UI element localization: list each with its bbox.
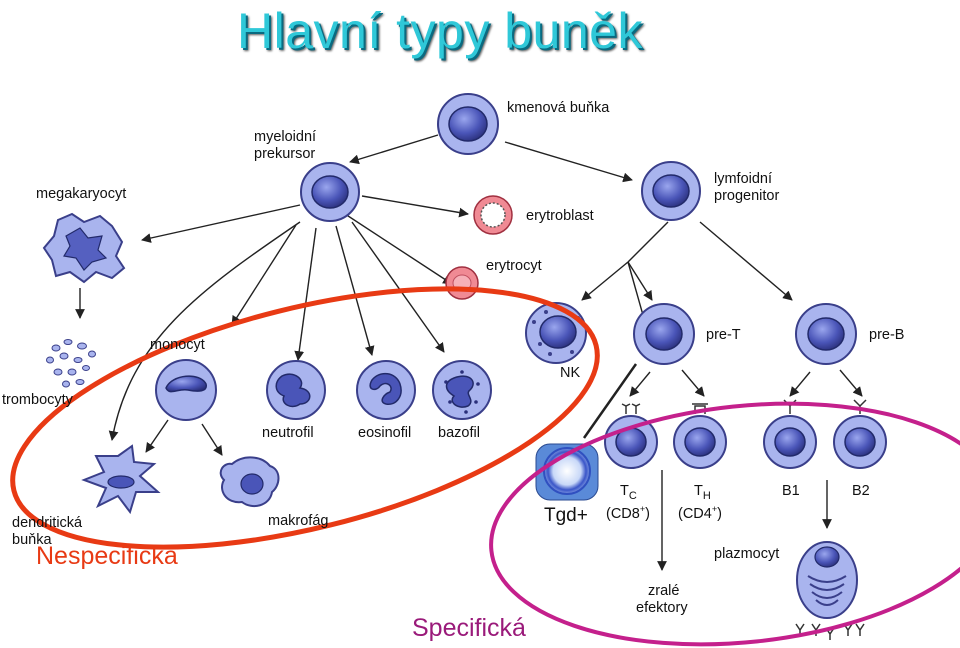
effectors-label-line2: efektory — [636, 600, 688, 616]
eosinophil-cell — [356, 360, 416, 420]
tgd-label: Tgd+ — [544, 505, 588, 526]
stem-cell — [437, 93, 499, 155]
pre-b-label: pre-B — [869, 327, 904, 343]
b1-cell — [763, 399, 817, 469]
tgd-connector — [582, 363, 638, 439]
plasma-cell-label: plazmocyt — [714, 546, 779, 562]
b2-label: B2 — [852, 483, 870, 499]
neutrophil-label: neutrofil — [262, 425, 314, 441]
lymphoid-label-line1: lymfoidní — [714, 171, 772, 187]
nonspecific-group-label: Nespecifická — [36, 542, 178, 570]
specific-group-ring — [489, 401, 960, 647]
lineage-arrows — [75, 134, 863, 571]
pre-t-label: pre-T — [706, 327, 741, 343]
dendritic-label-line1: dendritická — [12, 515, 83, 531]
nk-cell — [525, 302, 587, 364]
lymphoid-label-line2: progenitor — [714, 188, 779, 204]
tc-cell — [604, 403, 658, 469]
neutrophil-cell — [266, 360, 326, 420]
plasma-cell — [796, 541, 858, 619]
basophil-label: bazofil — [438, 425, 480, 441]
monocyte-cell — [155, 359, 217, 421]
myeloid-label-line2: prekursor — [254, 146, 315, 162]
page-title: Hlavní typy buněk — [237, 3, 643, 59]
monocyte-label: monocyt — [150, 337, 205, 353]
nonspecific-group-ring — [10, 286, 600, 550]
basophil-cell — [432, 360, 492, 420]
thrombocytes — [46, 339, 96, 388]
pre-t-cell — [633, 303, 695, 365]
thrombocytes-label: trombocyty — [2, 392, 74, 408]
erythrocyte-label: erytrocyt — [486, 258, 542, 274]
tc-label: TC — [620, 483, 637, 502]
megakaryocyte-cell — [42, 212, 126, 284]
th-marker-label: (CD4+) — [678, 504, 722, 522]
erythrocyte-cell — [445, 266, 479, 300]
b1-label: B1 — [782, 483, 800, 499]
dendritic-label-line2: buňka — [12, 532, 52, 548]
megakaryocyte-label: megakaryocyt — [36, 186, 126, 202]
eosinophil-label: eosinofil — [358, 425, 411, 441]
stem-cell-label: kmenová buňka — [507, 100, 610, 116]
erythroblast-label: erytroblast — [526, 208, 594, 224]
macrophage-label: makrofág — [268, 513, 328, 529]
lymphoid-progenitor-cell — [641, 161, 701, 221]
myeloid-precursor-cell — [300, 162, 360, 222]
lymphoid-branch-line — [627, 221, 669, 263]
macrophage-cell — [219, 456, 280, 508]
th-label: TH — [694, 483, 711, 502]
specific-group-label: Specifická — [412, 614, 526, 642]
dendritic-cell — [81, 444, 161, 515]
erythroblast-cell — [473, 195, 513, 235]
pre-b-cell — [795, 303, 857, 365]
tc-marker-label: (CD8+) — [606, 504, 650, 522]
b2-cell — [833, 399, 887, 469]
myeloid-label-line1: myeloidní — [254, 129, 316, 145]
effectors-label-line1: zralé — [648, 583, 679, 599]
nk-label: NK — [560, 365, 580, 381]
